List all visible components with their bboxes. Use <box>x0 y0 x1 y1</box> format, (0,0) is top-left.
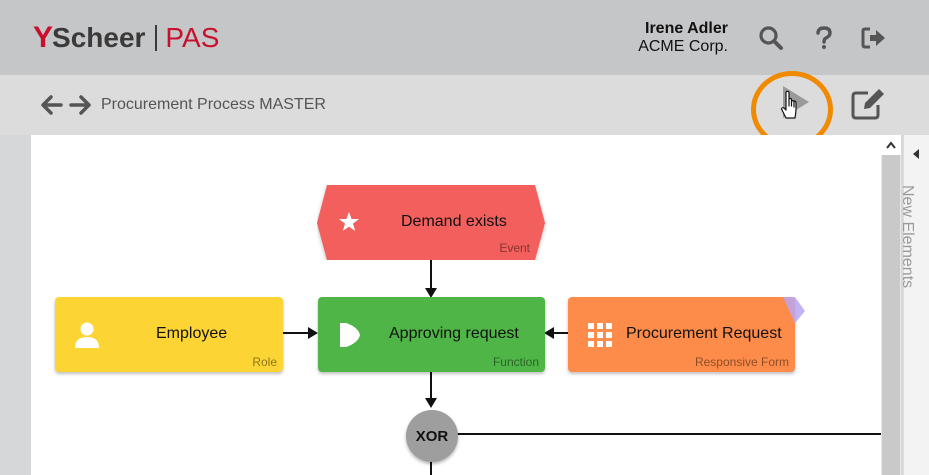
edge-xor-right <box>456 433 881 435</box>
grid-icon <box>588 323 612 347</box>
node-title: Approving request <box>389 325 519 342</box>
new-elements-panel <box>903 135 929 475</box>
user-name: Irene Adler <box>645 20 728 37</box>
scheer-pas-logo[interactable]: Y Scheer PAS <box>33 22 219 54</box>
user-company: ACME Corp. <box>638 38 728 55</box>
role-node-employee[interactable]: Employee Role <box>55 297 283 372</box>
arrowhead-icon <box>308 327 318 339</box>
node-type: Event <box>499 241 530 255</box>
edge-form-to-function <box>554 332 568 334</box>
forward-arrow-icon[interactable] <box>69 95 91 115</box>
function-icon <box>340 323 360 347</box>
node-title: Employee <box>156 325 228 342</box>
event-node-demand-exists[interactable]: Demand exists Event <box>317 185 547 260</box>
form-node-procurement-request[interactable]: Procurement Request Responsive Form <box>568 297 805 372</box>
node-title: Demand exists <box>401 213 507 230</box>
node-type: Function <box>492 355 539 369</box>
star-icon <box>339 212 359 231</box>
node-type: Role <box>252 355 277 369</box>
scroll-up-button[interactable] <box>881 135 901 155</box>
edge-function-to-xor <box>430 372 432 400</box>
caret-left-icon <box>913 149 919 159</box>
chevron-up-icon <box>886 141 896 149</box>
xor-gateway[interactable]: XOR <box>406 410 458 462</box>
logo-product: PAS <box>165 22 220 53</box>
new-elements-label[interactable]: New Elements <box>899 185 916 289</box>
corner-tag-icon <box>783 297 805 323</box>
search-icon[interactable] <box>757 24 785 52</box>
arrowhead-icon <box>425 288 437 298</box>
scrollbar-thumb[interactable] <box>882 155 900 475</box>
node-type: Responsive Form <box>694 355 789 369</box>
help-icon[interactable] <box>810 24 838 52</box>
arrowhead-icon <box>425 398 437 408</box>
edit-button[interactable] <box>850 87 890 123</box>
breadcrumb: Procurement Process MASTER <box>101 96 326 113</box>
logo-mark: Y <box>33 21 53 54</box>
back-arrow-icon[interactable] <box>41 95 63 115</box>
node-title: Procurement Request <box>626 325 782 342</box>
user-info: Irene Adler ACME Corp. <box>638 20 728 56</box>
function-node-approving-request[interactable]: Approving request Function <box>318 297 545 372</box>
diagram-canvas[interactable]: Demand exists Event Employee Role Approv… <box>31 135 881 475</box>
app-header: Y Scheer PAS Irene Adler ACME Corp. <box>0 0 929 75</box>
panel-collapse-toggle[interactable] <box>905 143 927 165</box>
edge-demand-to-function <box>430 260 432 290</box>
edge-role-to-function <box>283 332 309 334</box>
arrowhead-icon <box>544 327 554 339</box>
logout-icon[interactable] <box>860 24 888 52</box>
edge-xor-down <box>430 460 432 475</box>
logo-divider <box>155 25 158 51</box>
person-icon <box>75 322 99 348</box>
logo-brand: Scheer <box>52 22 146 53</box>
edit-icon <box>851 89 884 120</box>
